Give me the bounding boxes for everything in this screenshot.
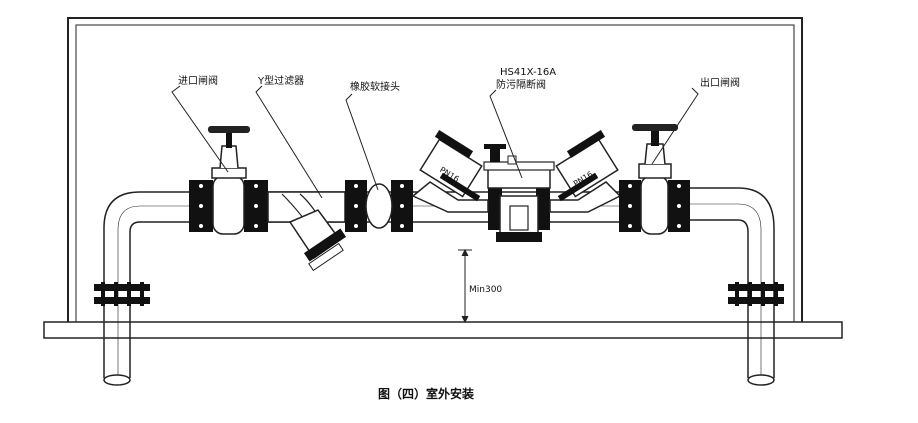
leader-lines bbox=[171, 85, 699, 199]
min300-label: Min300 bbox=[469, 285, 502, 295]
label-outlet-gate-valve: 出口闸阀 bbox=[700, 76, 740, 89]
ground-slab bbox=[43, 321, 843, 339]
right-riser-pipe bbox=[690, 187, 775, 386]
left-riser-pipe bbox=[103, 191, 195, 386]
right-check-valve: PN16 bbox=[549, 130, 622, 213]
label-inlet-gate-valve: 进口闸阀 bbox=[178, 74, 218, 87]
left-riser-flange bbox=[94, 282, 150, 306]
y-strainer bbox=[267, 191, 347, 272]
backflow-preventer: PN16 PN16 bbox=[411, 130, 622, 242]
min300-dimension bbox=[458, 248, 472, 324]
outlet-gate-valve bbox=[619, 124, 690, 235]
left-check-valve: PN16 bbox=[411, 130, 489, 213]
rubber-joint bbox=[345, 180, 413, 232]
label-y-strainer: Y型过滤器 bbox=[257, 74, 304, 87]
label-backflow-name: 防污隔断阀 bbox=[496, 78, 546, 91]
figure-caption: 图（四）室外安装 bbox=[378, 386, 474, 401]
inlet-gate-valve bbox=[189, 126, 268, 235]
right-riser-flange bbox=[728, 282, 784, 306]
label-rubber-joint: 橡胶软接头 bbox=[350, 80, 400, 93]
label-backflow-model: HS41X-16A bbox=[500, 67, 556, 78]
